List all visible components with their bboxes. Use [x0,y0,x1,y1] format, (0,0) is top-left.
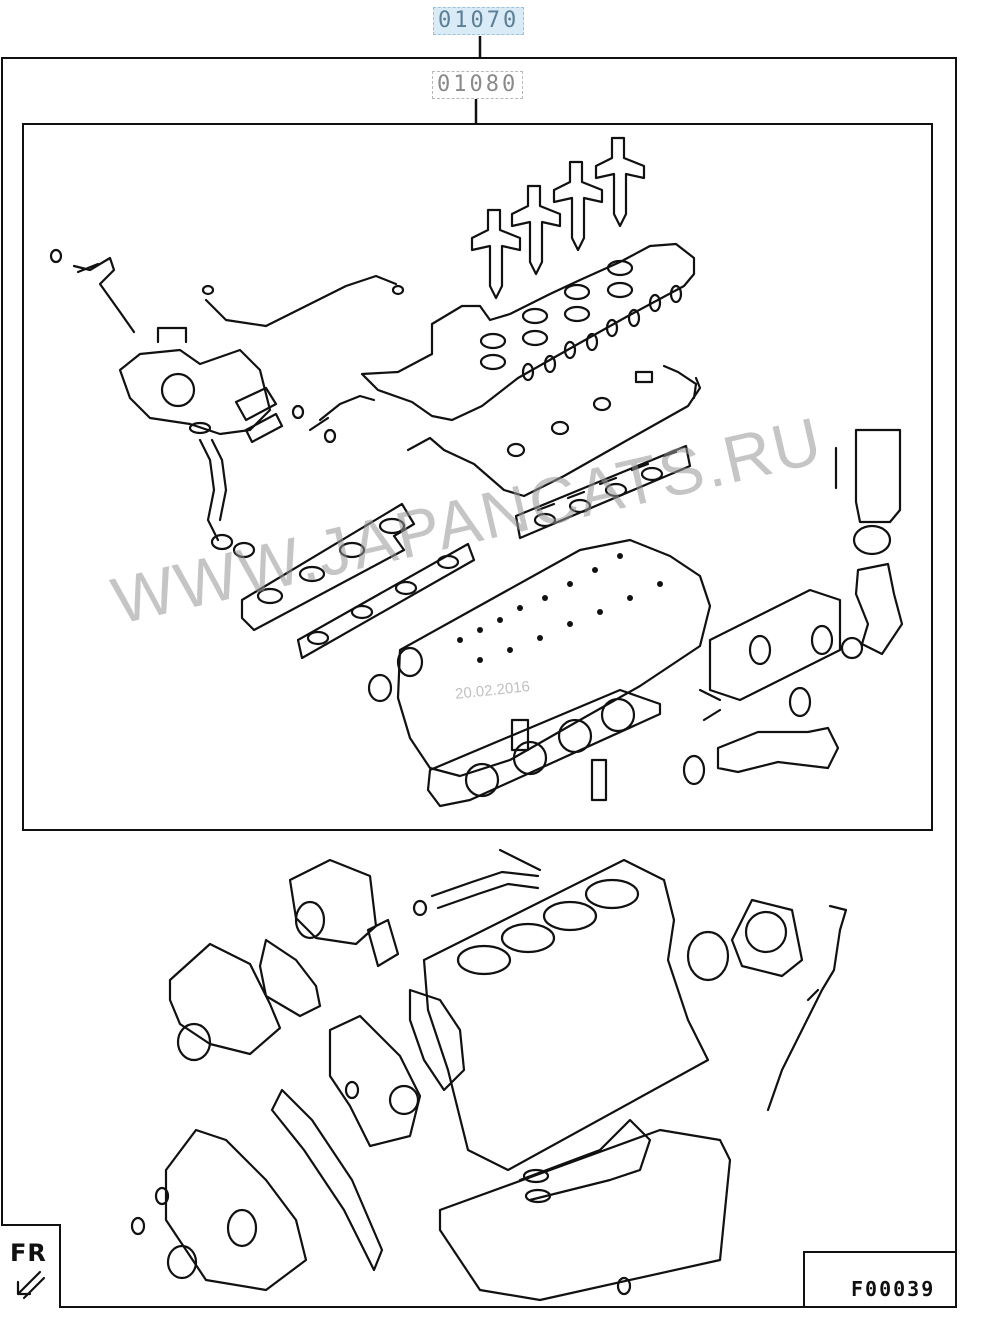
timing-cover [168,942,282,1056]
rear-oil-seal [686,930,730,982]
water-pump-gasket [258,938,322,1018]
head-gasket-bores [464,697,636,798]
oil-pump-case [328,1014,422,1148]
cylinder-block [422,858,710,1172]
egr-pipe [716,726,840,774]
camshaft-cover [360,242,696,422]
head-gasket [426,688,662,808]
front-case-gasket [408,988,466,1092]
timing-belt-gasket [270,1088,384,1272]
exhaust-manifold-gasket [240,502,416,632]
inner-frame [22,123,933,831]
callout-01080[interactable]: 01080 [432,71,524,99]
rear-seal-case [730,898,804,978]
turbo-outlet-pipe [308,394,376,432]
figure-code: F00039 [851,1277,936,1301]
water-pipe [204,274,398,328]
head-port [396,646,424,678]
valve-stem-seals [521,284,683,382]
exhaust-gasket-2 [296,542,476,660]
crank-seal-ring [367,673,393,703]
oil-return-pipe [198,438,228,542]
front-cover [164,1128,308,1292]
thermostat-gasket [366,918,400,968]
oil-strainer [518,1118,652,1202]
oil-feed-pipe [72,256,136,334]
small-gaskets [510,718,608,802]
cam-cover-holes [506,370,654,458]
outer-frame [1,57,957,1308]
exhaust-gasket-2-ports [306,554,460,646]
front-direction-label: FR [10,1239,47,1267]
oil-level-gauge [766,904,848,1112]
cam-cover-gasket [406,364,702,498]
code-notch [803,1251,956,1307]
egr-elbow [854,562,904,656]
block-bores [456,878,640,976]
front-oil-seal [166,1244,198,1280]
oil-pan-gasket [438,1128,732,1302]
egr-valve [834,428,902,524]
callout-01070[interactable]: 01070 [433,7,525,35]
water-pump [288,858,378,946]
exhaust-gasket-ports [256,517,406,605]
arrow-front-icon [16,1270,46,1300]
washer [49,248,63,264]
water-pump-pipe [430,848,542,910]
intake-gasket [514,444,692,540]
cylinder-head [396,538,712,778]
turbocharger [118,326,284,444]
egr-gasket [852,524,892,556]
intake-gasket-ports [533,466,664,528]
egr-cooler [698,588,842,722]
head-bolt-holes [457,553,663,663]
injectors [470,136,646,300]
